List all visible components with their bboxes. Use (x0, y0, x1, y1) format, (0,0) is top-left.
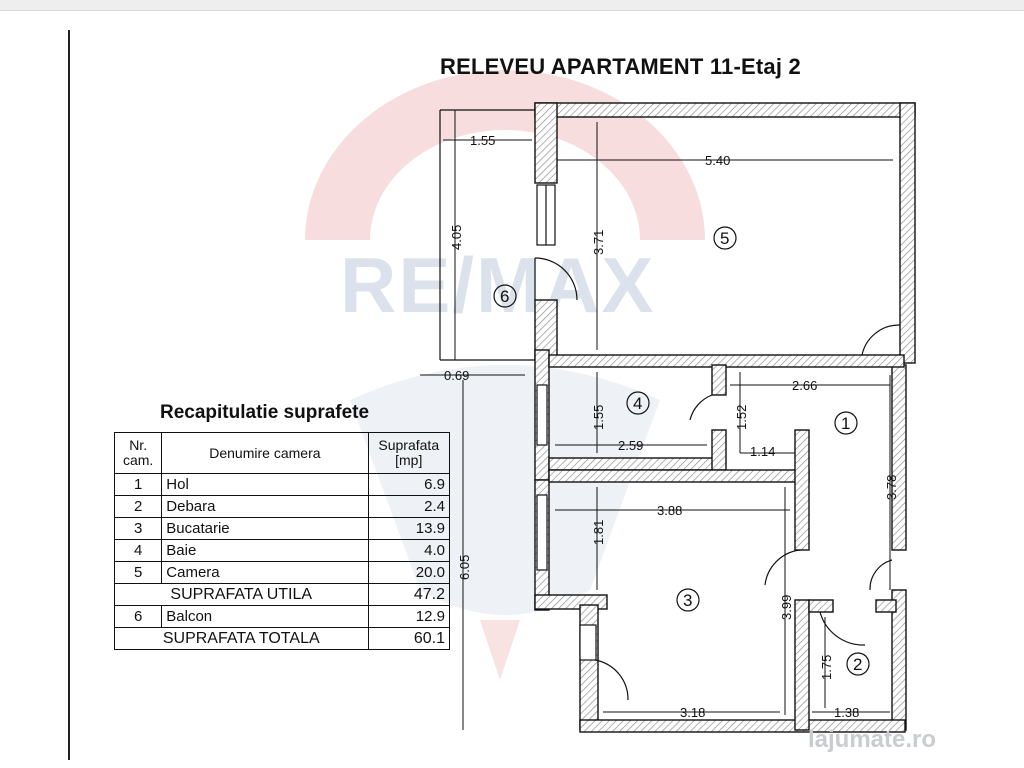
watermark-balloon-basket (480, 620, 520, 680)
room-numbers: 1 2 3 4 5 6 (500, 229, 862, 674)
wall-storage-top-right (875, 599, 897, 613)
page-edge-line (68, 30, 70, 760)
header-nr: Nr. cam. (113, 432, 163, 474)
room-number: 4 (633, 394, 642, 413)
header-area: Suprafata [mp] (367, 432, 450, 474)
util-total-row: SUPRAFATA UTILA 47.2 (114, 583, 450, 606)
wall-left-top (534, 102, 558, 184)
wall-storage-top (808, 599, 834, 613)
dim-label: 1.75 (819, 655, 834, 680)
row-name: Bucatarie (161, 517, 369, 540)
header-name: Denumire camera (161, 432, 369, 474)
util-value: 47.2 (367, 583, 450, 606)
summary-title: Recapitulatie suprafete (160, 402, 370, 423)
util-label: SUPRAFATA UTILA (114, 583, 369, 606)
dim-label: 2.59 (618, 438, 643, 453)
room-markers (493, 226, 870, 676)
row-nr: 3 (113, 517, 163, 540)
dimension-labels: 1.55 4.05 5.40 3.71 0.69 2.66 1.55 1.52 … (444, 133, 899, 720)
dim-label: 1.14 (750, 444, 775, 459)
row-area: 13.9 (367, 517, 450, 540)
dim-label: 1.55 (591, 405, 606, 430)
wall-right-upper (899, 102, 916, 364)
dimension-lines (420, 110, 893, 730)
table-row: 2 Debara 2.4 (113, 495, 450, 518)
wall-bottom (579, 719, 906, 733)
dim-label: 2.66 (792, 378, 817, 393)
table-row: 3 Bucatarie 13.9 (113, 517, 450, 540)
room-number: 2 (853, 655, 862, 674)
grand-total-row: SUPRAFATA TOTALA 60.1 (114, 627, 450, 650)
row-name: Balcon (161, 605, 369, 628)
row-nr: 5 (113, 561, 163, 584)
wall-storage-left (794, 599, 810, 731)
dim-label: 3.71 (591, 230, 606, 255)
dim-label: 5.40 (705, 153, 730, 168)
table-row: 6 Balcon 12.9 (113, 605, 450, 628)
row-name: Camera (161, 561, 369, 584)
wall-bath-door-top (711, 364, 727, 396)
dim-label: 4.05 (449, 225, 464, 250)
row-name: Baie (161, 539, 369, 562)
total-value: 60.1 (367, 627, 450, 650)
balcony-outline (439, 109, 535, 361)
wall-bath-bottom (548, 457, 725, 471)
watermark-text: RE/MAX (340, 241, 656, 329)
dim-label: 3.88 (657, 503, 682, 518)
table-row: 1 Hol 6.9 (113, 473, 450, 496)
dim-label: 1.55 (470, 133, 495, 148)
windows (536, 184, 597, 661)
wall-kitchen-top (548, 469, 810, 483)
dim-label: 1.52 (734, 405, 749, 430)
doors (534, 257, 901, 701)
row-nr: 1 (113, 473, 163, 496)
dim-label: 1.81 (591, 520, 606, 545)
dim-label: 1.38 (834, 705, 859, 720)
wall-top (534, 102, 916, 118)
room-number: 3 (683, 591, 692, 610)
summary-table: Nr. cam. Denumire camera Suprafata [mp] … (113, 432, 450, 650)
row-area: 6.9 (367, 473, 450, 496)
corner-watermark: lajumate.ro (808, 726, 937, 753)
dim-label: 3.18 (680, 705, 705, 720)
summary-header-row: Nr. cam. Denumire camera Suprafata [mp] (113, 432, 450, 474)
row-area: 4.0 (367, 539, 450, 562)
page-title: RELEVEU APARTAMENT 11-Etaj 2 (440, 54, 801, 79)
row-area: 2.4 (367, 495, 450, 518)
row-nr: 6 (113, 605, 163, 628)
row-name: Hol (161, 473, 369, 496)
row-area: 12.9 (367, 605, 450, 628)
dim-label: 0.69 (444, 368, 469, 383)
room-number: 1 (841, 414, 850, 433)
wall-hall-left (794, 429, 810, 551)
table-row: 4 Baie 4.0 (113, 539, 450, 562)
browser-top-bar (0, 0, 1024, 11)
wall-bath-door-bottom (711, 429, 727, 471)
wall-right-mid (891, 364, 907, 551)
row-nr: 2 (113, 495, 163, 518)
dim-label: 3.99 (779, 595, 794, 620)
dim-label: 3.78 (884, 475, 899, 500)
wall-kitchen-left-low (579, 604, 599, 731)
row-name: Debara (161, 495, 369, 518)
row-area: 20.0 (367, 561, 450, 584)
room-number: 5 (720, 229, 729, 248)
row-nr: 4 (113, 539, 163, 562)
total-label: SUPRAFATA TOTALA (114, 627, 369, 650)
dim-label: 6.05 (457, 555, 472, 580)
table-row: 5 Camera 20.0 (113, 561, 450, 584)
room-number: 6 (500, 287, 509, 306)
